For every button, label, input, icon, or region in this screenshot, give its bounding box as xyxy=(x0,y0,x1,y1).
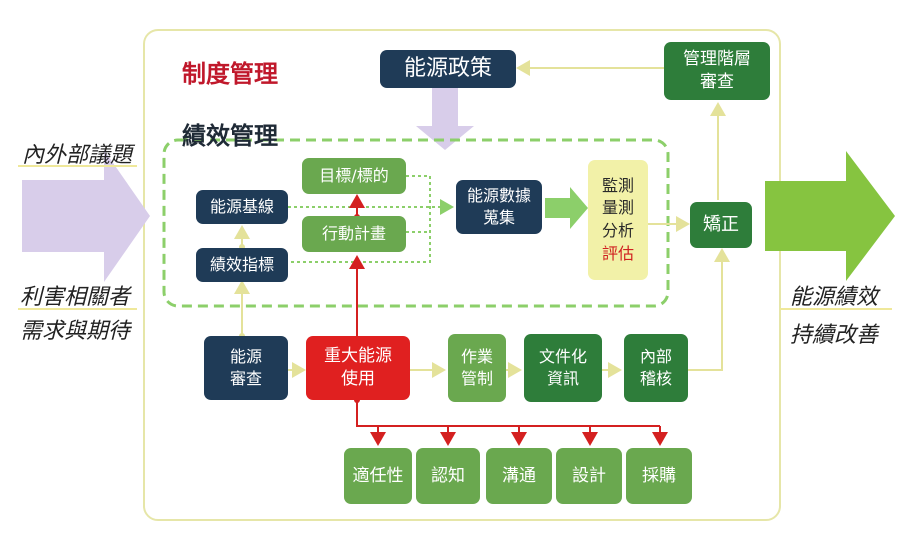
documented-information-label-1: 文件化 xyxy=(538,347,587,367)
communication-label: 溝通 xyxy=(502,465,536,486)
management-review-box: 管理階層 審查 xyxy=(664,42,770,100)
collect-to-monitor-arrow xyxy=(545,187,588,229)
management-review-label-2: 審查 xyxy=(700,72,734,92)
operational-control-box: 作業 管制 xyxy=(448,334,506,402)
continual-improvement-label: 持續改善 xyxy=(790,323,879,348)
performance-indicator-label: 績效指標 xyxy=(209,255,274,275)
monitoring-label-2: 量測 xyxy=(601,198,634,218)
energy-policy-box: 能源政策 xyxy=(380,50,516,88)
management-review-label-1: 管理階層 xyxy=(683,49,751,70)
management-system-frame xyxy=(143,29,781,521)
input-arrow xyxy=(22,150,150,282)
needs-expectations-label: 需求與期待 xyxy=(20,319,131,344)
energy-review-label-2: 審查 xyxy=(229,369,262,388)
output-arrow xyxy=(765,151,895,281)
frame-title: 制度管理 xyxy=(182,60,278,88)
documented-information-label-2: 資訊 xyxy=(546,369,579,388)
energy-baseline-box: 能源基線 xyxy=(196,190,288,224)
energy-data-collection-label-1: 能源數據 xyxy=(466,186,531,206)
communication-box: 溝通 xyxy=(486,448,552,504)
competence-box: 適任性 xyxy=(344,448,412,504)
corrective-action-label: 矯正 xyxy=(703,213,739,235)
energy-data-collection-label-2: 蒐集 xyxy=(482,208,515,227)
action-plan-label: 行動計畫 xyxy=(321,224,386,244)
internal-audit-label-2: 稽核 xyxy=(639,369,672,388)
performance-title: 績效管理 xyxy=(182,122,278,150)
performance-indicator-box: 績效指標 xyxy=(196,248,288,282)
operational-control-label-1: 作業 xyxy=(460,347,493,367)
significant-energy-use-label-2: 使用 xyxy=(341,369,375,389)
energy-policy-label: 能源政策 xyxy=(403,56,492,82)
operational-control-label-2: 管制 xyxy=(460,369,493,388)
significant-energy-use-label-1: 重大能源 xyxy=(324,346,392,367)
awareness-label: 認知 xyxy=(431,465,465,486)
stakeholders-label: 利害相關者 xyxy=(20,285,131,310)
action-plan-box: 行動計畫 xyxy=(302,216,406,252)
monitoring-label-3: 分析 xyxy=(601,221,634,240)
competence-label: 適任性 xyxy=(352,465,404,486)
internal-audit-label-1: 內部 xyxy=(639,347,672,367)
design-label: 設計 xyxy=(572,465,606,486)
energy-data-collection-box: 能源數據 蒐集 xyxy=(456,180,542,234)
energy-review-box: 能源 審查 xyxy=(204,336,288,400)
internal-external-issues-label: 內外部議題 xyxy=(22,143,133,168)
monitoring-label-4: 評估 xyxy=(601,243,634,263)
policy-down-arrow xyxy=(416,88,474,150)
energy-review-label-1: 能源 xyxy=(229,347,262,367)
documented-information-box: 文件化 資訊 xyxy=(524,334,602,402)
awareness-box: 認知 xyxy=(416,448,480,504)
energy-performance-label: 能源績效 xyxy=(790,285,879,310)
objectives-targets-label: 目標/標的 xyxy=(319,166,389,186)
monitoring-label-1: 監測 xyxy=(601,175,634,195)
corrective-action-box: 矯正 xyxy=(690,202,752,248)
internal-audit-box: 內部 稽核 xyxy=(624,334,688,402)
objectives-targets-box: 目標/標的 xyxy=(302,158,406,194)
design-box: 設計 xyxy=(556,448,622,504)
energy-baseline-label: 能源基線 xyxy=(209,197,274,217)
significant-energy-use-box: 重大能源 使用 xyxy=(306,336,410,400)
monitoring-evaluation-box: 監測 量測 分析 評估 xyxy=(588,160,648,280)
procurement-box: 採購 xyxy=(626,448,692,504)
procurement-label: 採購 xyxy=(642,465,676,486)
